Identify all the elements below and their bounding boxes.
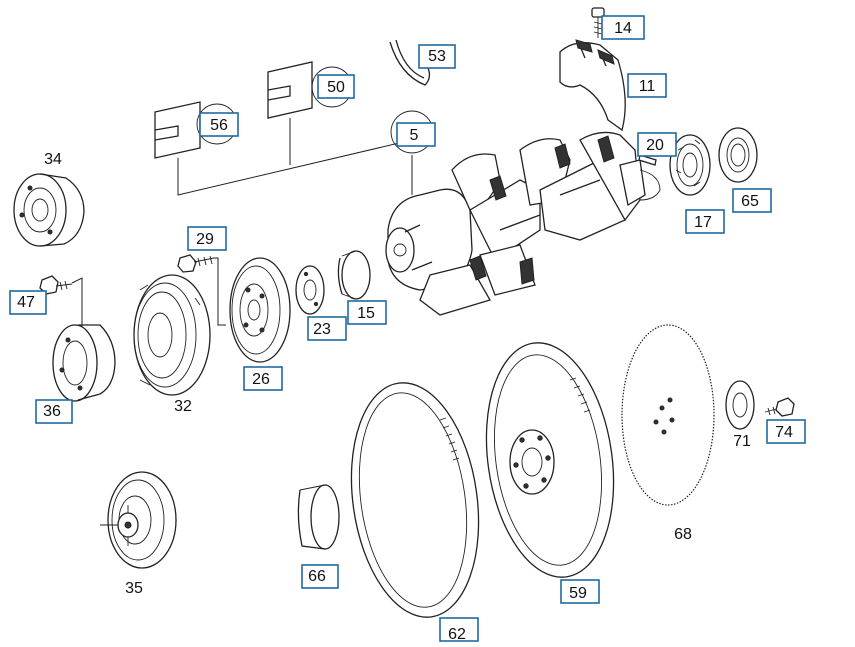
pulley-32 [133, 274, 211, 396]
sleeve-15 [337, 250, 371, 300]
bolt-14 [591, 7, 605, 38]
label-20: 20 [646, 137, 664, 154]
label-23: 23 [313, 321, 331, 338]
flywheel-59 [485, 342, 615, 578]
shell-leader-bracket [177, 118, 413, 196]
callout-15: 15 [347, 300, 387, 325]
label-66: 66 [308, 568, 326, 585]
label-15: 15 [357, 305, 375, 322]
callout-53: 53 [418, 44, 456, 69]
label-26: 26 [252, 371, 270, 388]
damper-26 [229, 257, 291, 363]
leader-47 [71, 277, 83, 330]
callout-50: 50 [317, 74, 355, 99]
counterweight-11 [559, 39, 626, 132]
leader-29 [214, 257, 226, 326]
callout-36: 36 [35, 399, 73, 424]
drive-plate-68 [621, 324, 715, 506]
label-34: 34 [44, 151, 62, 168]
label-74: 74 [775, 424, 793, 441]
label-36: 36 [43, 403, 61, 420]
callout-74: 74 [766, 419, 806, 444]
label-32: 32 [174, 398, 192, 415]
callout-29: 29 [187, 226, 227, 251]
flange-36 [52, 324, 116, 402]
label-71: 71 [733, 433, 751, 450]
sleeve-66 [297, 484, 340, 550]
label-68: 68 [674, 526, 692, 543]
washer-23 [295, 265, 325, 315]
seal-65 [718, 127, 758, 183]
callout-11: 11 [627, 73, 667, 98]
hub-34 [13, 173, 85, 247]
callout-17: 17 [685, 209, 725, 234]
label-5: 5 [410, 127, 419, 144]
callout-59: 59 [560, 579, 600, 604]
crankshaft [385, 131, 661, 316]
label-35: 35 [125, 580, 143, 597]
label-17: 17 [694, 214, 712, 231]
callout-56: 56 [199, 112, 239, 137]
label-14: 14 [614, 20, 632, 37]
bolt-29 [177, 254, 215, 273]
pulley-35 [100, 471, 177, 569]
callout-20: 20 [637, 132, 677, 157]
callout-62: 62 [439, 617, 479, 643]
callout-65: 65 [732, 188, 772, 213]
label-59: 59 [569, 585, 587, 602]
callout-26: 26 [243, 366, 283, 391]
label-65: 65 [741, 193, 759, 210]
label-56: 56 [210, 117, 228, 134]
label-29: 29 [196, 231, 214, 248]
label-50: 50 [327, 79, 345, 96]
label-62: 62 [448, 626, 466, 643]
callout-14: 14 [601, 15, 645, 40]
label-47: 47 [17, 294, 35, 311]
thrust-washer-53 [389, 39, 431, 86]
ring-gear-62 [350, 382, 480, 618]
callout-23: 23 [307, 316, 347, 341]
label-11: 11 [639, 78, 656, 95]
bolt-47 [39, 275, 73, 295]
bearing-17 [669, 134, 711, 196]
callout-66: 66 [301, 564, 339, 589]
callout-5: 5 [396, 122, 436, 147]
pin-20 [638, 154, 657, 166]
bolt-74 [764, 397, 795, 417]
washer-71 [725, 380, 755, 430]
callout-47: 47 [9, 290, 47, 315]
label-53: 53 [428, 48, 446, 65]
